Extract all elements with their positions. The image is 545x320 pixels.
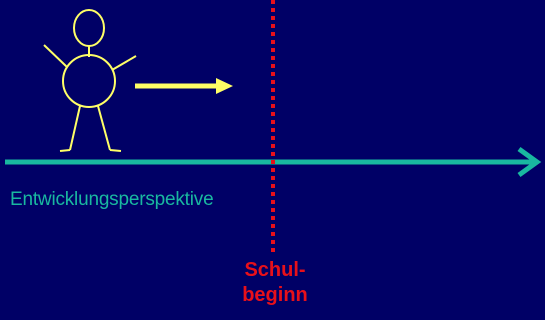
figure-left-foot [59, 149, 71, 152]
figure-right-foot [109, 149, 122, 152]
timeline-arrow [5, 146, 542, 178]
figure-right-arm [111, 55, 137, 71]
figure-body [62, 54, 116, 108]
timeline-arrowhead [517, 146, 542, 178]
school-start-label-line2: beginn [242, 284, 308, 306]
forward-arrowhead [216, 78, 233, 94]
figure-right-leg [97, 105, 111, 151]
forward-arrow [135, 78, 233, 94]
figure-left-leg [69, 105, 81, 151]
school-start-label: Schul- beginn [220, 258, 330, 308]
school-start-label-line1: Schul- [244, 259, 306, 281]
timeline-label: Entwicklungsperspektive [10, 189, 214, 210]
figure-left-arm [43, 44, 68, 68]
figure-head [73, 9, 105, 47]
child-stick-figure [43, 9, 137, 152]
